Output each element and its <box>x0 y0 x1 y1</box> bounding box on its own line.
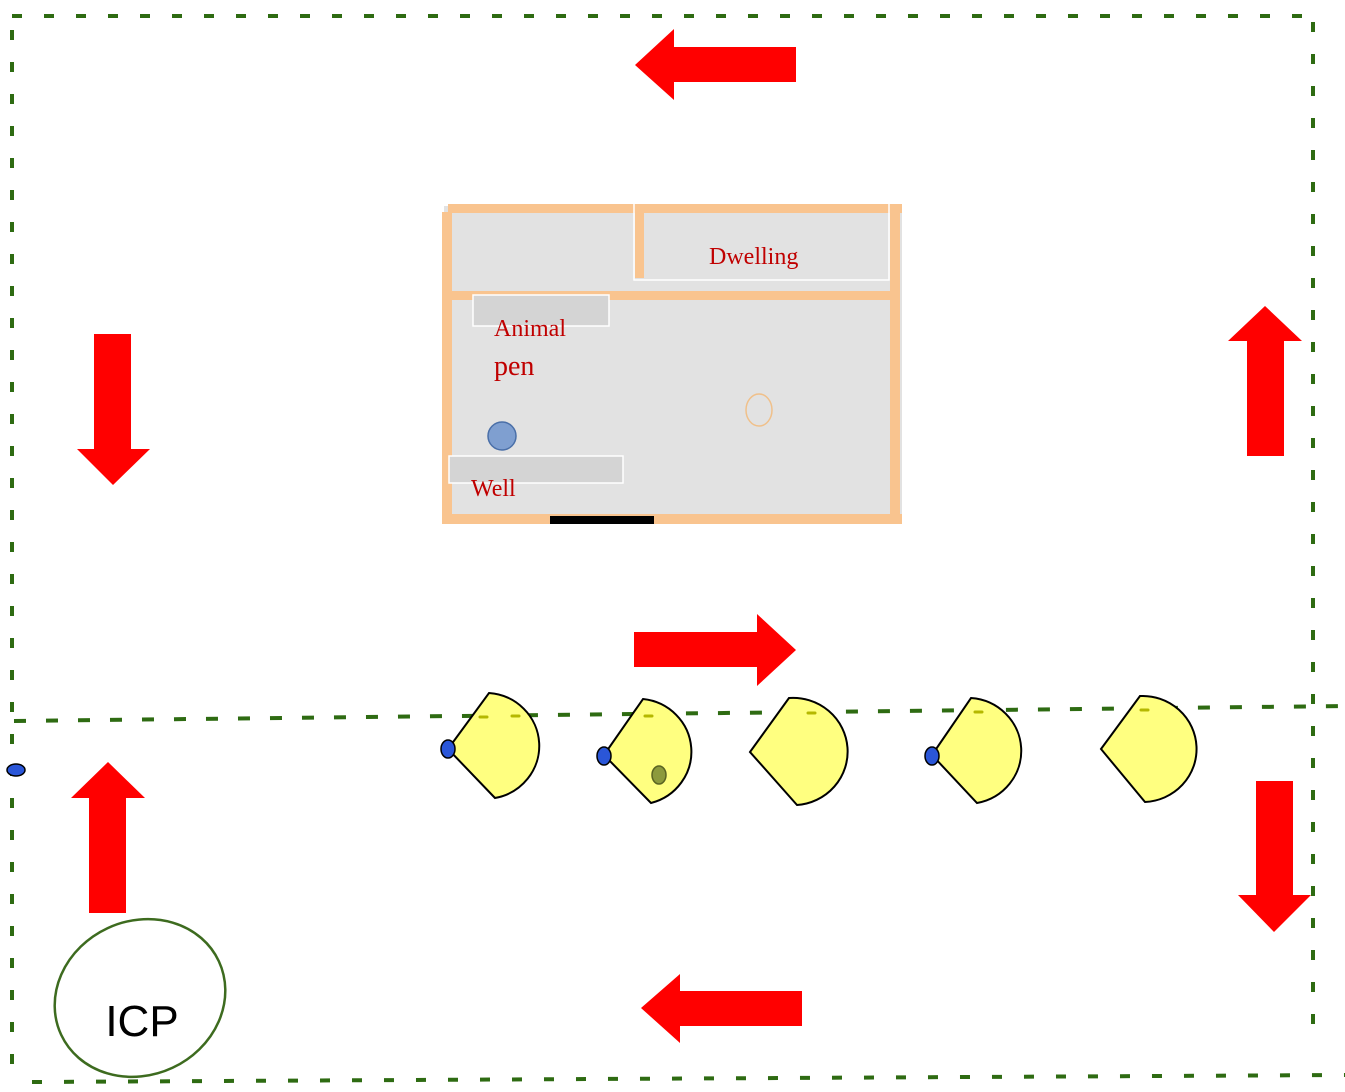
building <box>442 167 902 524</box>
arrow-middle-right-icon <box>634 614 796 686</box>
building-wall-top <box>448 204 902 213</box>
animal-pen-label-line2: pen <box>494 351 534 382</box>
sector-4-icon <box>930 696 1023 805</box>
arrow-bottom-left-icon <box>641 974 802 1043</box>
dwelling-label: Dwelling <box>709 244 798 270</box>
blue-marker-3-icon <box>924 746 940 766</box>
sector-3-icon <box>748 696 849 807</box>
arrow-right-up-icon <box>1228 306 1302 456</box>
building-wall-bottom <box>442 514 902 524</box>
sector-5-icon <box>1099 694 1198 804</box>
olive-marker-icon <box>651 765 667 785</box>
blue-marker-4-icon <box>6 763 26 777</box>
building-wall-middle <box>444 291 900 300</box>
blue-markers <box>6 739 940 777</box>
sector-2-icon <box>602 697 693 805</box>
orange-circle-icon <box>745 393 773 427</box>
well-marker-icon <box>487 421 517 451</box>
arrow-top-left-icon <box>635 29 796 100</box>
sector-1-icon <box>446 691 541 800</box>
well-box <box>448 455 624 484</box>
building-wall-left <box>442 212 452 524</box>
arrows <box>71 29 1311 1043</box>
blue-marker-2-icon <box>596 746 612 766</box>
icp-circle <box>53 917 227 1079</box>
outer-perimeter <box>10 14 1345 1085</box>
well-label: Well <box>471 476 516 502</box>
animal-pen-box <box>472 294 610 327</box>
arrow-bottom-right-down-icon <box>1238 781 1311 932</box>
dwelling-box <box>633 167 890 281</box>
building-wall-divider <box>635 210 644 278</box>
building-wall-right <box>890 206 900 524</box>
arrow-left-down-icon <box>77 334 150 485</box>
sector-dashes <box>478 708 1150 719</box>
perimeter-bottom <box>31 1073 1345 1084</box>
arrow-bottom-left-up-icon <box>71 762 145 913</box>
icp-label: ICP <box>105 997 178 1046</box>
animal-pen-label-line1: Animal <box>494 316 566 342</box>
blue-marker-1-icon <box>440 739 456 759</box>
sectors <box>446 691 1198 807</box>
door-icon <box>550 516 654 524</box>
